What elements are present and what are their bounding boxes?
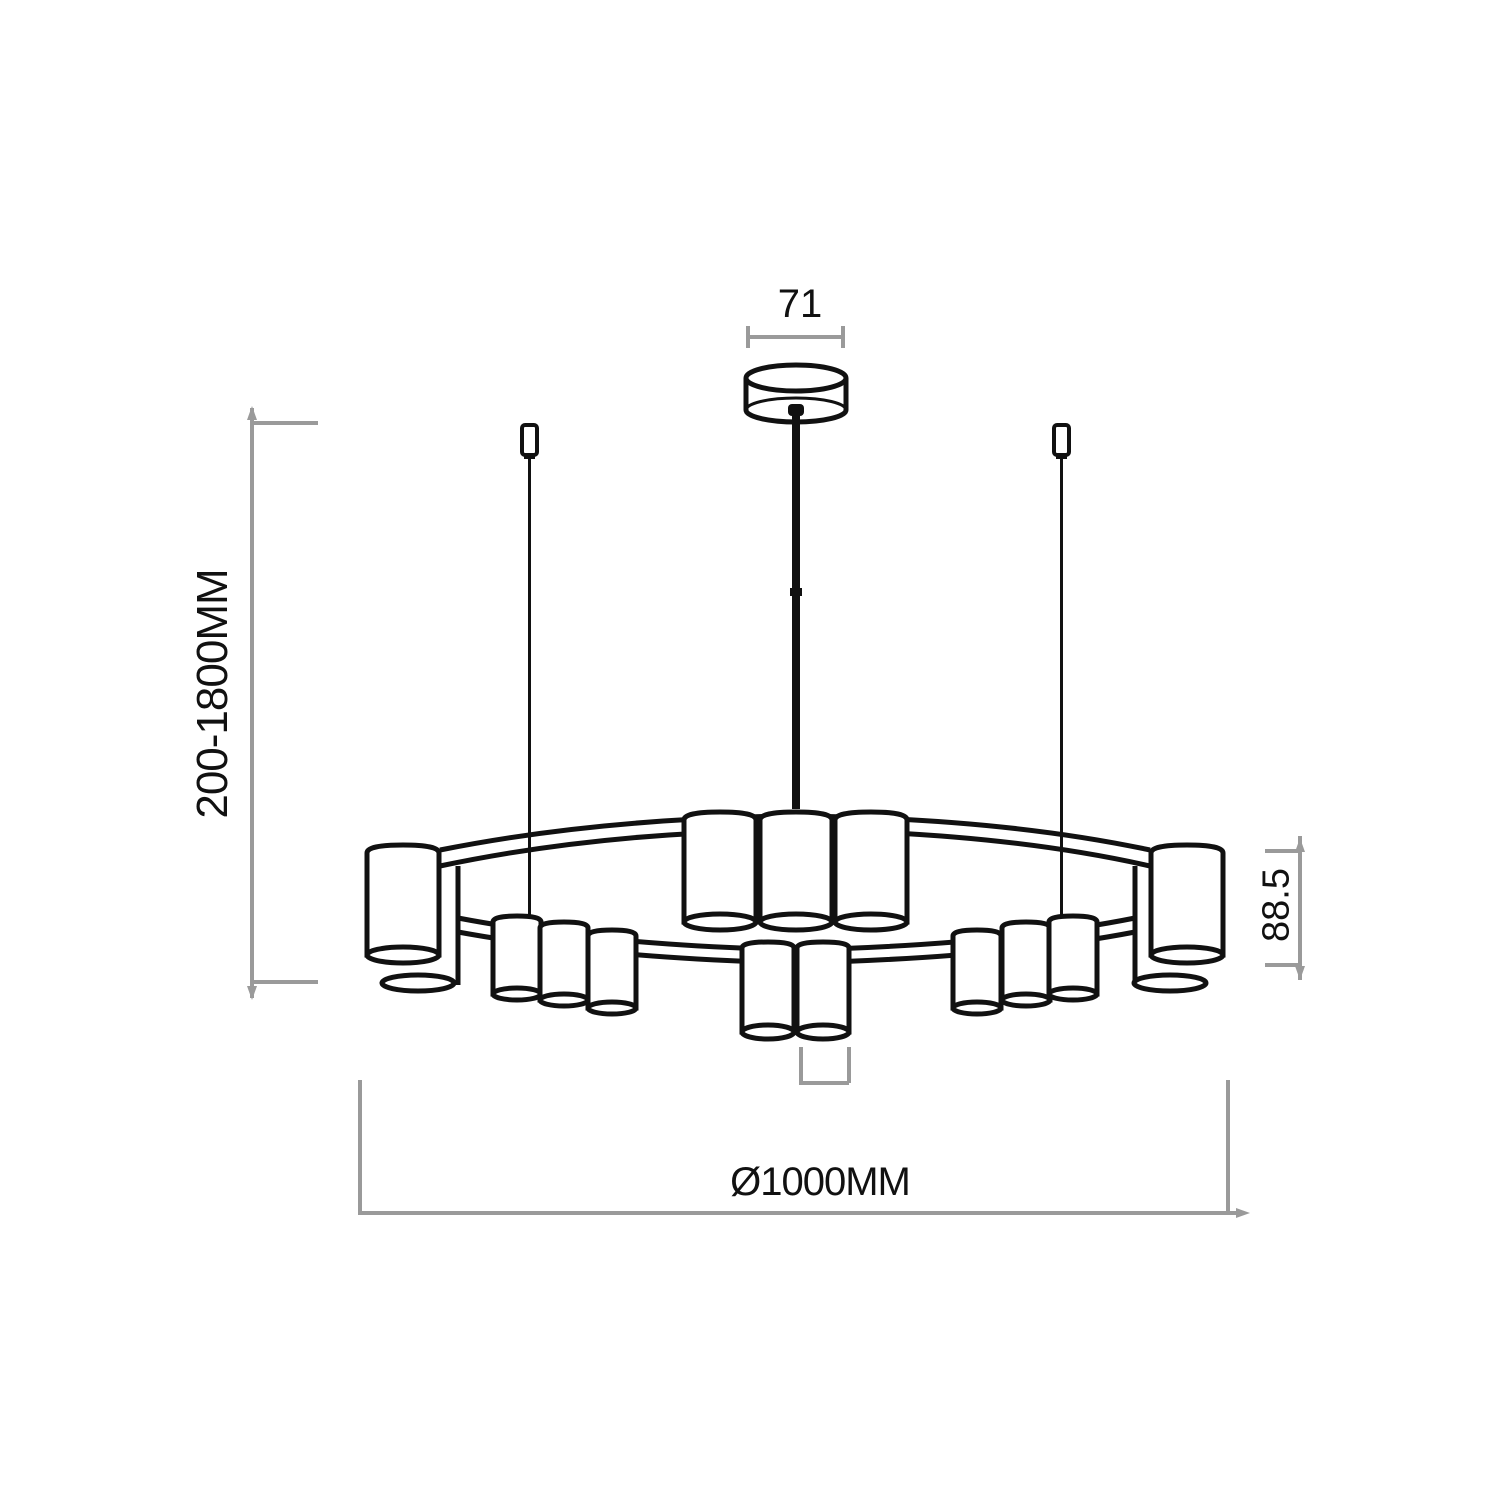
shade-left-front-3 (588, 930, 636, 1014)
shade-width-dimension-line (799, 1047, 851, 1085)
ceiling-canopy (743, 362, 849, 425)
shade-center-front-2 (797, 942, 849, 1039)
shade-center-front-1 (742, 942, 794, 1039)
shade-right-front-3 (1049, 916, 1097, 1000)
shade-left-front-1 (493, 916, 541, 1000)
shade-right-front-2 (1002, 922, 1050, 1006)
shade-right-end (1151, 845, 1223, 963)
canopy-width-label: 71 (777, 282, 823, 326)
canopy-dimension-line (746, 326, 845, 348)
center-suspension-rod (790, 414, 802, 809)
shade-center-back-1 (684, 812, 756, 930)
diameter-label: Ø1000MM (730, 1160, 911, 1204)
shade-height-label: 88.5 (1255, 868, 1298, 942)
height-dimension-line (247, 406, 318, 1000)
shade-height-dimension-line (1265, 836, 1305, 980)
shade-center-back-2 (760, 812, 832, 930)
suspension-height-label: 200-1800MM (188, 569, 237, 819)
shade-left-end (367, 845, 439, 963)
shade-left-front-2 (540, 922, 588, 1006)
shade-right-rear (1131, 972, 1209, 994)
shade-right-front-1 (953, 930, 1001, 1014)
left-suspension-cable (520, 423, 539, 925)
shade-left-rear (379, 972, 457, 994)
diameter-dimension-line (358, 1080, 1250, 1218)
shade-center-back-3 (835, 812, 907, 930)
